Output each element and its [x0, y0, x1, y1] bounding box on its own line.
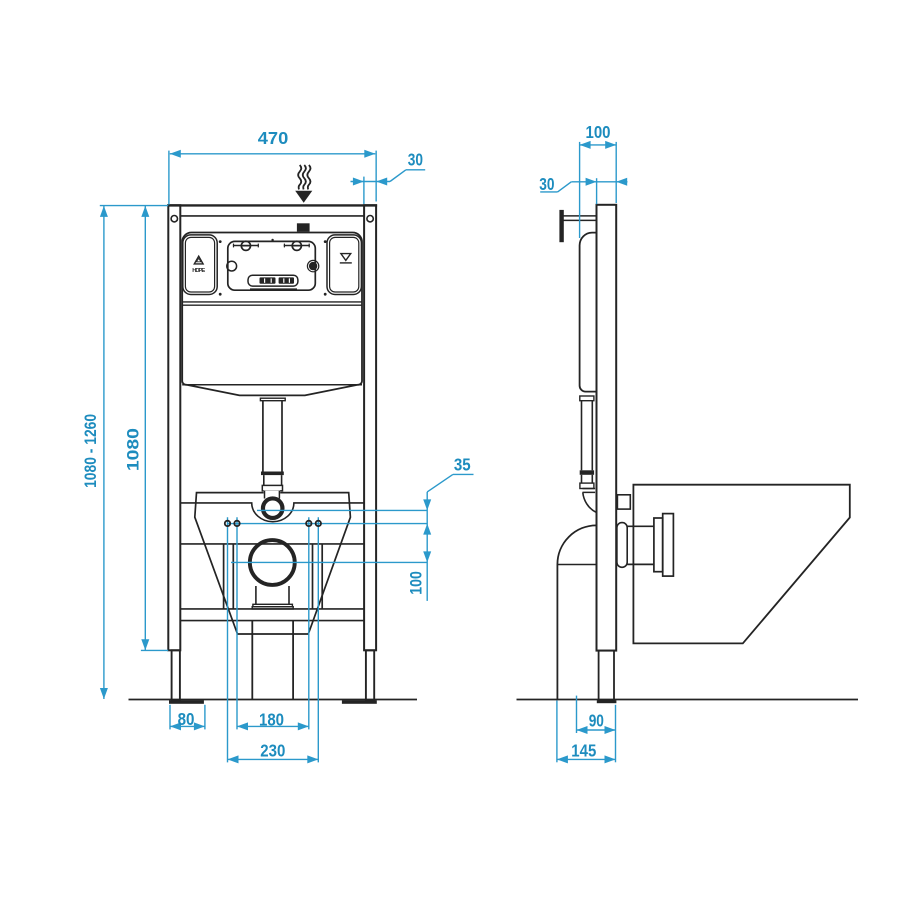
svg-text:100: 100 — [406, 571, 425, 595]
svg-text:30: 30 — [408, 149, 423, 169]
svg-text:1080 - 1260: 1080 - 1260 — [81, 414, 100, 488]
svg-text:35: 35 — [454, 454, 471, 474]
svg-text:HDPE: HDPE — [192, 268, 205, 274]
svg-text:145: 145 — [571, 741, 596, 761]
svg-text:80: 80 — [178, 709, 195, 729]
svg-text:1080: 1080 — [124, 428, 143, 471]
svg-text:470: 470 — [258, 128, 289, 148]
svg-text:30: 30 — [539, 174, 554, 194]
svg-text:230: 230 — [260, 740, 285, 760]
svg-text:100: 100 — [586, 122, 611, 142]
svg-text:180: 180 — [259, 709, 284, 729]
svg-text:90: 90 — [589, 711, 604, 731]
